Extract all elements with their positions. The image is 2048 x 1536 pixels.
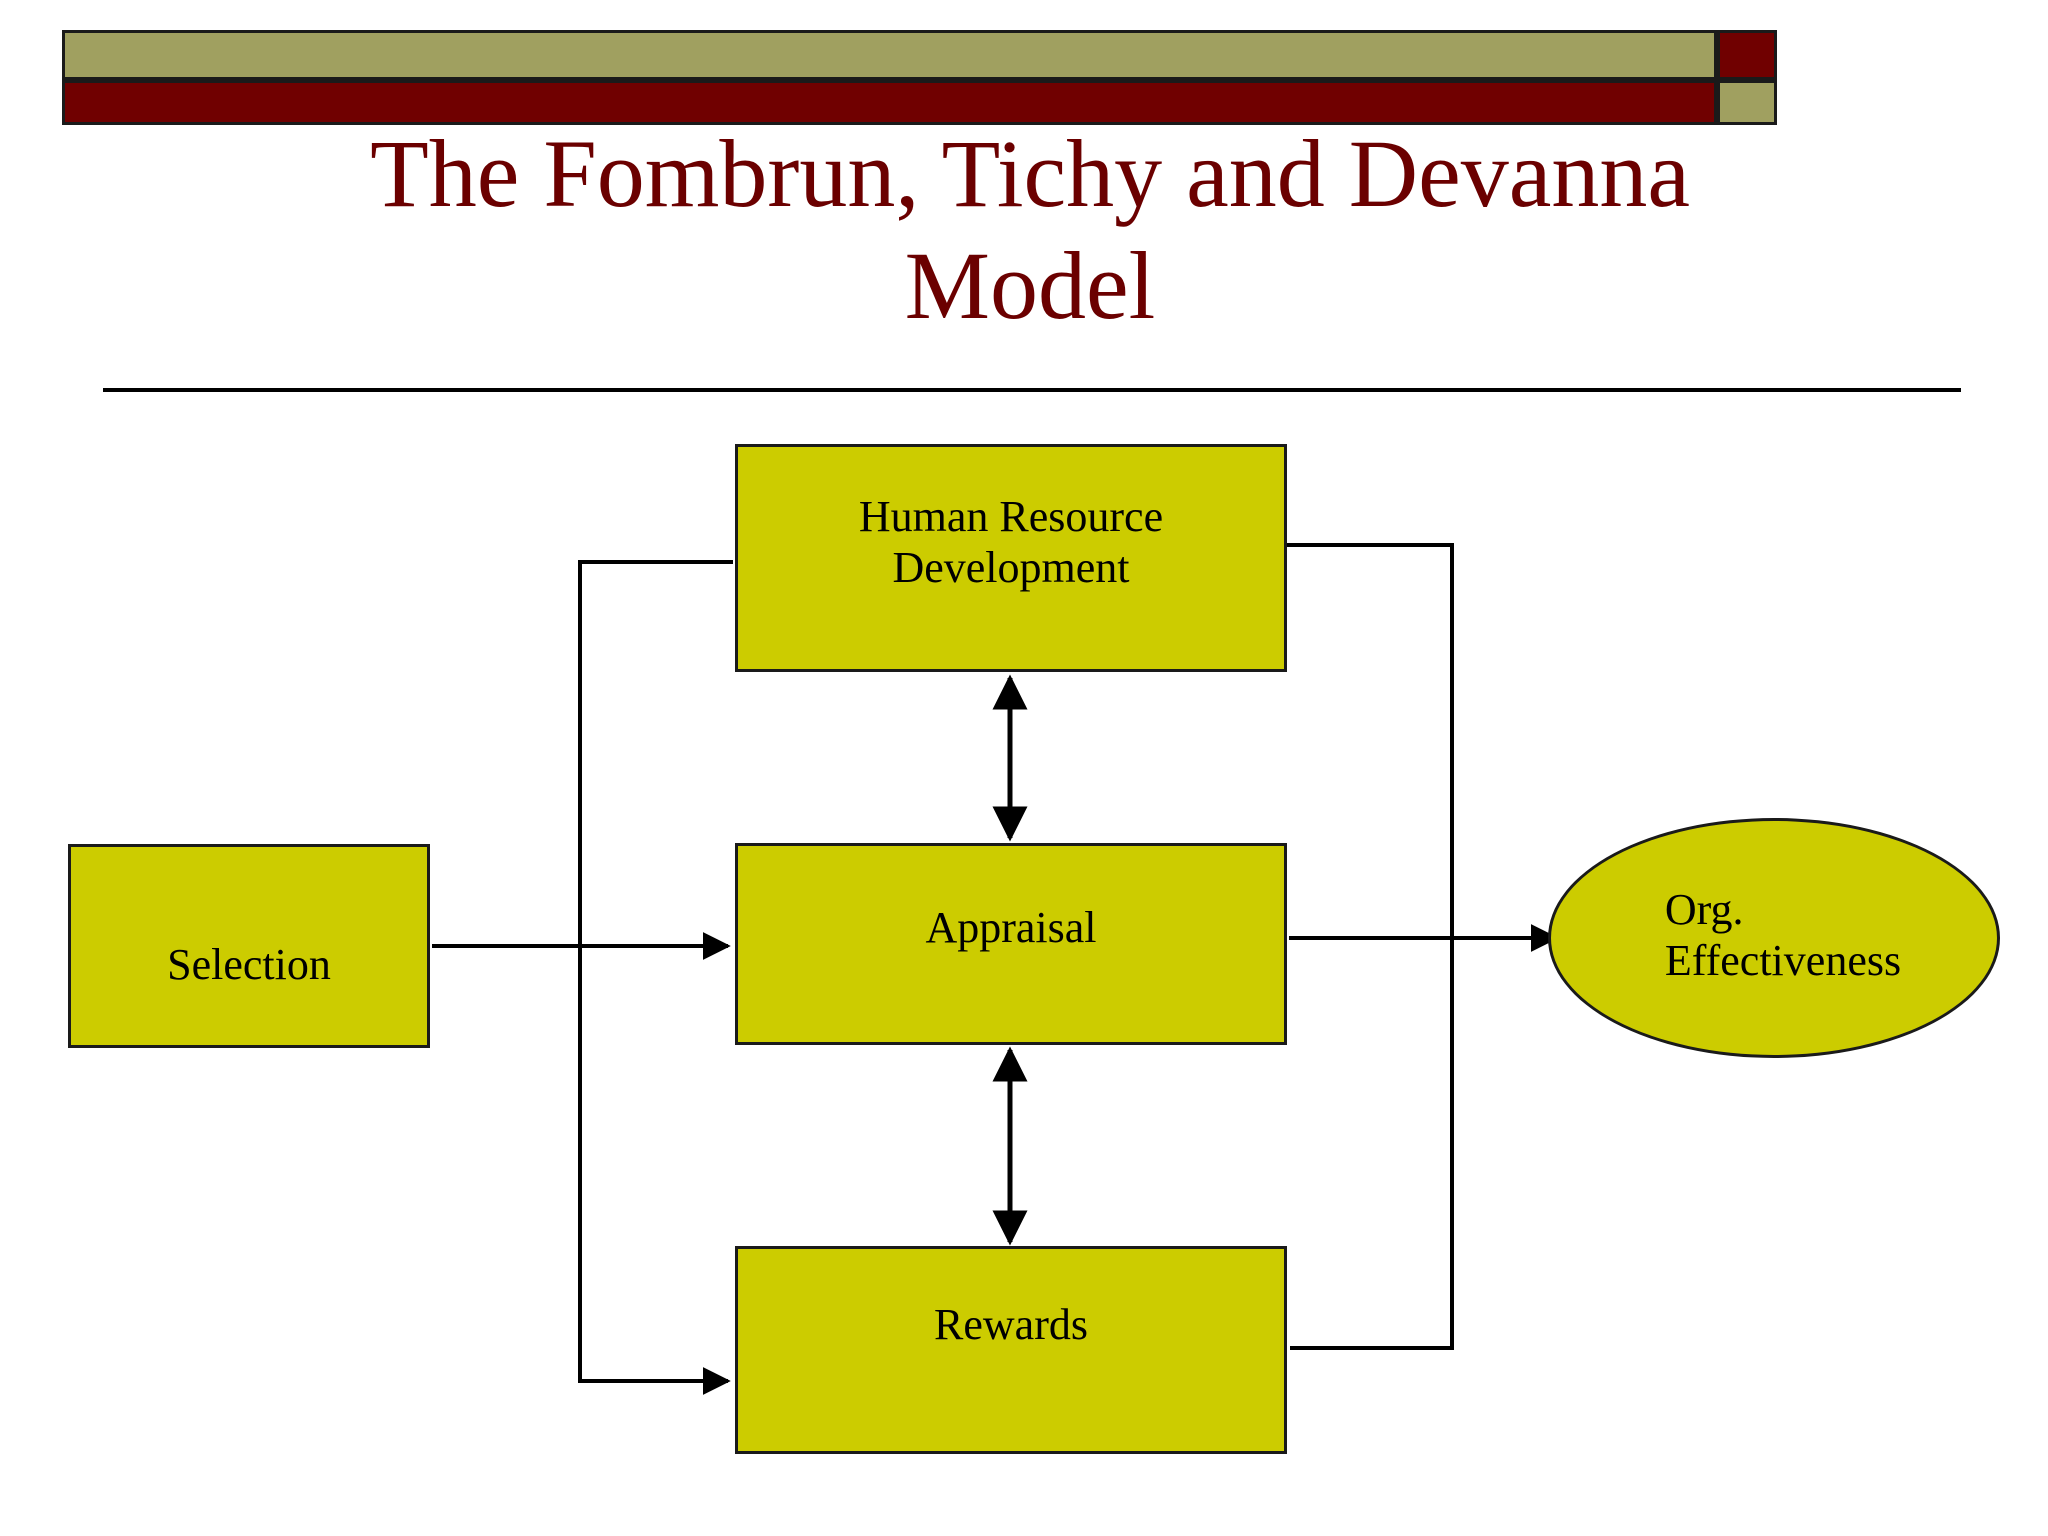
node-label: Rewards [934, 1300, 1088, 1349]
header-bar-olive-short [1717, 80, 1777, 125]
node-rewards[interactable]: Rewards [735, 1246, 1287, 1454]
node-label: Human Resource Development [858, 492, 1164, 593]
node-label: Org. Effectiveness [1664, 884, 1902, 985]
header-bar-red-short [1717, 30, 1777, 80]
node-human-resource-development[interactable]: Human Resource Development [735, 444, 1287, 672]
node-appraisal[interactable]: Appraisal [735, 843, 1287, 1045]
node-selection[interactable]: Selection [68, 844, 430, 1048]
connector-hrd-right-elbow-to-rewards [1287, 543, 1454, 1350]
connector-hrd-left-elbow-to-rewards [578, 560, 733, 1395]
header-bar-olive-long [62, 30, 1717, 80]
node-label: Appraisal [925, 903, 1097, 952]
page-title: The Fombrun, Tichy and Devanna Model [370, 120, 1690, 340]
slide-header-band [0, 0, 2048, 130]
header-bar-red-long [62, 80, 1717, 125]
node-label: Selection [167, 940, 331, 989]
node-org-effectiveness[interactable]: Org. Effectiveness [1548, 818, 2000, 1058]
title-divider [103, 388, 1961, 392]
